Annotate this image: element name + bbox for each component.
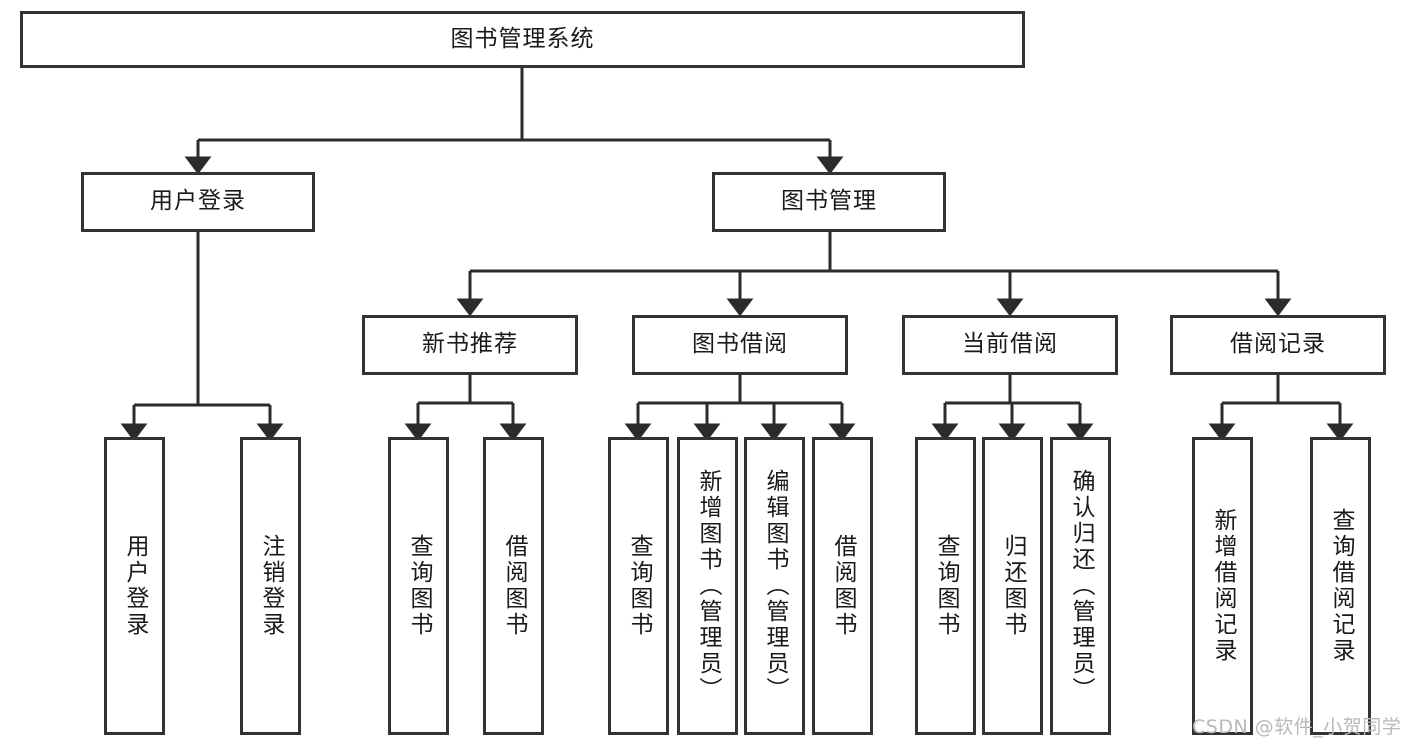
leaf-new-book-borrow[interactable]: 借阅图书 (483, 437, 544, 735)
node-new-book-recommend[interactable]: 新书推荐 (362, 315, 578, 375)
node-user-login[interactable]: 用户登录 (81, 172, 315, 232)
node-root-book-management-system[interactable]: 图书管理系统 (20, 11, 1025, 68)
node-label: 借阅图书 (830, 534, 857, 638)
node-label: 借阅记录 (1230, 331, 1326, 358)
node-label: 图书借阅 (692, 331, 788, 358)
node-label: 查询图书 (933, 534, 960, 638)
node-book-management[interactable]: 图书管理 (712, 172, 946, 232)
node-label: 用户登录 (122, 534, 149, 638)
node-current-borrow[interactable]: 当前借阅 (902, 315, 1118, 375)
node-label: 查询借阅记录 (1328, 508, 1355, 664)
node-label: 查询图书 (626, 534, 653, 638)
node-label: 图书管理系统 (450, 25, 595, 52)
node-label: 新书推荐 (422, 331, 518, 358)
csdn-watermark: CSDN @软件_小贺同学 (1192, 716, 1402, 738)
node-label: 确认归还（管理员） (1068, 469, 1095, 703)
node-label: 用户登录 (150, 188, 246, 215)
node-label: 归还图书 (1000, 534, 1027, 638)
leaf-user-login-login[interactable]: 用户登录 (104, 437, 165, 735)
leaf-user-login-logout[interactable]: 注销登录 (240, 437, 301, 735)
node-label: 图书管理 (781, 188, 877, 215)
node-label: 编辑图书（管理员） (762, 469, 789, 703)
node-borrow-record[interactable]: 借阅记录 (1170, 315, 1386, 375)
leaf-book-borrow-add[interactable]: 新增图书（管理员） (677, 437, 738, 735)
leaf-book-borrow-edit[interactable]: 编辑图书（管理员） (744, 437, 805, 735)
leaf-current-borrow-confirm-return[interactable]: 确认归还（管理员） (1050, 437, 1111, 735)
leaf-current-borrow-return[interactable]: 归还图书 (982, 437, 1043, 735)
node-label: 借阅图书 (501, 534, 528, 638)
node-label: 当前借阅 (962, 331, 1058, 358)
node-label: 查询图书 (406, 534, 433, 638)
leaf-current-borrow-query[interactable]: 查询图书 (915, 437, 976, 735)
leaf-borrow-record-query[interactable]: 查询借阅记录 (1310, 437, 1371, 735)
leaf-new-book-query[interactable]: 查询图书 (388, 437, 449, 735)
leaf-book-borrow-borrow[interactable]: 借阅图书 (812, 437, 873, 735)
leaf-borrow-record-add[interactable]: 新增借阅记录 (1192, 437, 1253, 735)
node-label: 新增图书（管理员） (695, 469, 722, 703)
node-label: 注销登录 (258, 534, 285, 638)
leaf-book-borrow-query[interactable]: 查询图书 (608, 437, 669, 735)
node-label: 新增借阅记录 (1210, 508, 1237, 664)
node-book-borrow[interactable]: 图书借阅 (632, 315, 848, 375)
